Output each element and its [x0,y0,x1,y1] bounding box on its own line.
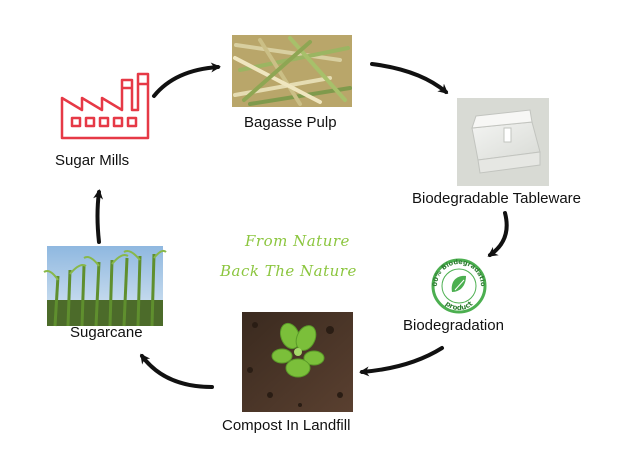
arrow-sugarcane-to-mills [93,189,104,244]
bagasse-pulp-image [232,35,352,107]
tableware-image [457,98,549,186]
factory-icon [60,72,150,140]
cycle-arrows [93,62,509,389]
bagasse-pulp-label: Bagasse Pulp [244,114,337,131]
compost-image [242,312,353,412]
sugarcane-image [43,246,167,327]
tagline-line-1: From Nature [245,232,350,250]
sugar-mills-label: Sugar Mills [55,152,130,169]
compost-label: Compost In Landfill [222,417,351,434]
biodegradation-label: Biodegradation [403,317,504,334]
biodegradation-badge-icon [431,258,487,314]
arrow-mills-to-pulp [152,62,221,98]
tagline-line-2: Back The Nature [220,262,357,280]
arrow-compost-to-sugarcane [140,353,214,389]
badge-bottom-text: product [444,299,475,312]
arrow-tableware-to-biodegradation [487,211,509,257]
arrow-biodegradation-to-compost [359,346,444,377]
tableware-label: Biodegradable Tableware [412,190,582,207]
arrow-pulp-to-tableware [370,62,449,94]
sugarcane-label: Sugarcane [70,324,143,341]
svg-text:product: product [444,299,475,312]
